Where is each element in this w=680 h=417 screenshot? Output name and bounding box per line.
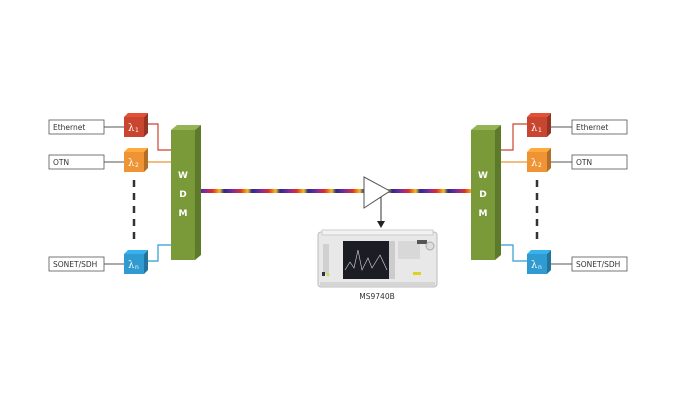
lambda-cube [124,117,144,137]
lambda-symbol: λ [128,123,135,134]
signal-label: SONET/SDH [576,260,620,269]
lambda-symbol: λ [531,260,538,271]
lambda-cube-side [144,113,148,137]
lambda-cube-top [124,148,148,152]
channel-link [501,123,527,151]
ms9740b-instrument-icon [317,229,438,288]
lambda-subscript: 1 [538,127,542,134]
lambda-subscript: n [135,264,139,271]
channel-link [148,123,171,151]
wdm-top [471,125,501,130]
wdm-block [171,130,195,260]
lambda-cube-side [144,250,148,274]
fiber-link [200,189,471,193]
lambda-cube-top [527,113,551,117]
channel-link [148,244,171,262]
instrument-label: MS9740B [359,292,394,301]
lambda-cube-top [527,148,551,152]
lambda-cube [527,152,547,172]
lambda-cube [124,152,144,172]
wdm-top [171,125,201,130]
lambda-cube-side [547,113,551,137]
lambda-cube-side [144,148,148,172]
wdm-side [495,125,501,260]
lambda-cube-side [547,250,551,274]
lambda-subscript: 2 [538,162,542,169]
lambda-subscript: n [538,264,542,271]
arrow-down-icon [377,221,385,228]
lambda-cube-top [124,250,148,254]
lambda-cube [527,254,547,274]
wdm-letter: W [178,171,188,181]
wdm-side [195,125,201,260]
lambda-symbol: λ [531,158,538,169]
signal-label: OTN [53,158,69,167]
amplifier-icon [363,176,391,209]
lambda-symbol: λ [531,123,538,134]
wdm-letter: W [478,171,488,181]
wdm-block [471,130,495,260]
signal-label: SONET/SDH [53,260,97,269]
lambda-subscript: 2 [135,162,139,169]
lambda-subscript: 1 [135,127,139,134]
lambda-cube-top [124,113,148,117]
signal-label: Ethernet [53,123,85,132]
wdm-letter: M [179,209,188,219]
wdm-letter: M [479,209,488,219]
lambda-cube-side [547,148,551,172]
wdm-letter: D [479,190,486,200]
wdm-letter: D [179,190,186,200]
lambda-cube [124,254,144,274]
signal-label: OTN [576,158,592,167]
lambda-cube [527,117,547,137]
lambda-symbol: λ [128,158,135,169]
lambda-cube-top [527,250,551,254]
signal-label: Ethernet [576,123,608,132]
channel-link [501,244,527,262]
lambda-symbol: λ [128,260,135,271]
